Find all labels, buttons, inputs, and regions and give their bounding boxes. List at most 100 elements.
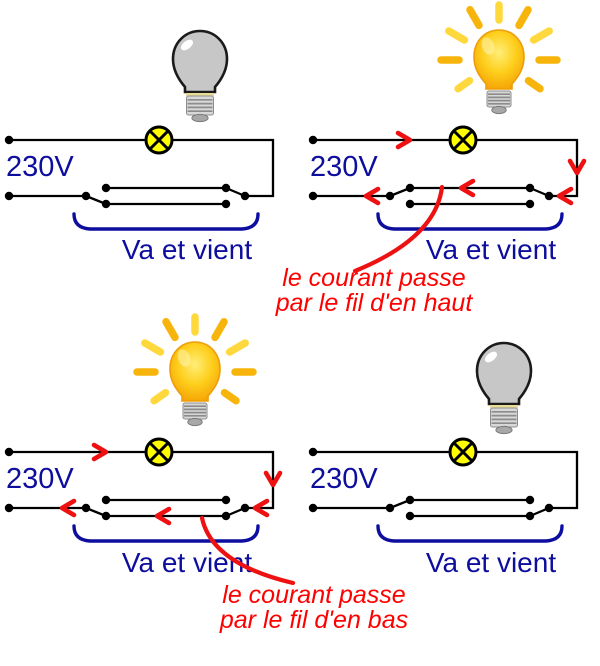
- right-switch-blade: [528, 186, 551, 198]
- junction-dot: [385, 191, 395, 201]
- light-ray-icon: [466, 6, 483, 30]
- brace-label-top-right: Va et vient: [425, 234, 557, 265]
- junction-dot: [81, 503, 91, 513]
- junction-dot: [525, 495, 535, 505]
- right-switch-blade: [528, 506, 551, 518]
- light-ray-icon: [141, 339, 165, 356]
- light-ray-icon: [445, 27, 469, 44]
- junction-dot: [405, 183, 415, 193]
- brace-label-bottom-left: Va et vient: [121, 547, 253, 578]
- right-switch-blade: [224, 506, 247, 518]
- junction-dot: [308, 503, 318, 513]
- bulb-off-icon: [475, 341, 533, 435]
- current-arrow-icon: [91, 442, 109, 462]
- current-arrow-icon: [363, 186, 381, 206]
- junction-dot: [308, 447, 318, 457]
- current-arrow-icon: [395, 130, 413, 150]
- lamp-symbol-icon: [144, 437, 174, 467]
- circuit-bottom-right: [308, 341, 579, 543]
- junction-dot: [4, 191, 14, 201]
- junction-dot: [101, 511, 111, 521]
- current-arrow-icon: [458, 178, 476, 198]
- left-switch-blade: [388, 498, 412, 510]
- light-ray-icon: [211, 318, 228, 342]
- circuit-top-left: [4, 29, 275, 231]
- junction-dot: [405, 495, 415, 505]
- junction-dot: [525, 511, 535, 521]
- junction-dot: [240, 503, 250, 513]
- glass-highlight: [180, 39, 194, 51]
- bulb-screw-base: [486, 90, 512, 115]
- light-ray-icon: [162, 318, 179, 342]
- bulb-off-icon: [171, 29, 229, 123]
- underbrace: [72, 524, 260, 543]
- right-switch-blade: [224, 186, 247, 198]
- junction-dot: [4, 447, 14, 457]
- junction-dot: [81, 191, 91, 201]
- current-arrow-icon: [556, 186, 574, 206]
- bulb-on-icon: [133, 313, 257, 427]
- current-arrow-icon: [59, 498, 77, 518]
- underbrace: [376, 524, 564, 543]
- junction-dot: [221, 199, 231, 209]
- left-switch-blade: [84, 506, 108, 518]
- lamp-symbol-icon: [144, 125, 174, 155]
- voltage-label-top-left: 230V: [6, 151, 74, 183]
- junction-dot: [101, 495, 111, 505]
- junction-dot: [544, 191, 554, 201]
- junction-dot: [405, 511, 415, 521]
- bulb-screw-base: [186, 95, 214, 123]
- underbrace: [72, 212, 260, 231]
- light-ray-icon: [225, 339, 249, 356]
- light-ray-icon: [454, 76, 474, 93]
- glass-highlight: [484, 351, 498, 363]
- annotation-line: par le fil d'en haut: [275, 289, 473, 317]
- circuit-bottom-left: [4, 313, 296, 586]
- underbrace: [376, 212, 564, 231]
- annotation-line: par le fil d'en bas: [219, 606, 409, 634]
- lamp-symbol-icon: [448, 125, 478, 155]
- bulb-on-icon: [437, 1, 561, 115]
- junction-dot: [525, 199, 535, 209]
- voltage-label-top-right: 230V: [310, 151, 378, 183]
- bulb-screw-base: [490, 407, 518, 435]
- left-switch-blade: [388, 186, 412, 198]
- annotation-line: le courant passe: [222, 581, 406, 609]
- lamp-symbol-icon: [448, 437, 478, 467]
- junction-dot: [240, 191, 250, 201]
- junction-dot: [221, 511, 231, 521]
- annotation-line: le courant passe: [282, 264, 466, 292]
- voltage-label-bottom-right: 230V: [310, 463, 378, 495]
- junction-dot: [221, 183, 231, 193]
- current-arrow-icon: [252, 498, 270, 518]
- brace-label-top-left: Va et vient: [121, 234, 253, 265]
- junction-dot: [4, 135, 14, 145]
- light-ray-icon: [524, 76, 544, 93]
- light-ray-icon: [529, 27, 553, 44]
- current-arrow-icon: [154, 506, 172, 526]
- left-switch-blade: [84, 194, 108, 206]
- junction-dot: [544, 503, 554, 513]
- current-arrows: [363, 130, 587, 206]
- voltage-label-bottom-left: 230V: [6, 463, 74, 495]
- bulb-screw-base: [182, 402, 208, 427]
- junction-dot: [101, 183, 111, 193]
- junction-dot: [308, 191, 318, 201]
- light-ray-icon: [515, 6, 532, 30]
- current-arrows: [59, 442, 283, 526]
- brace-label-bottom-right: Va et vient: [425, 547, 557, 578]
- annotation-bottom-left: le courant passe par le fil d'en bas: [204, 583, 424, 633]
- junction-dot: [385, 503, 395, 513]
- light-ray-icon: [220, 388, 240, 405]
- current-arrow-icon: [567, 158, 587, 176]
- junction-dot: [405, 199, 415, 209]
- annotation-top-right: le courant passe par le fil d'en haut: [264, 266, 484, 316]
- light-ray-icon: [150, 388, 170, 405]
- junction-dot: [101, 199, 111, 209]
- junction-dot: [4, 503, 14, 513]
- junction-dot: [308, 135, 318, 145]
- junction-dot: [525, 183, 535, 193]
- junction-dot: [221, 495, 231, 505]
- current-arrow-icon: [263, 470, 283, 488]
